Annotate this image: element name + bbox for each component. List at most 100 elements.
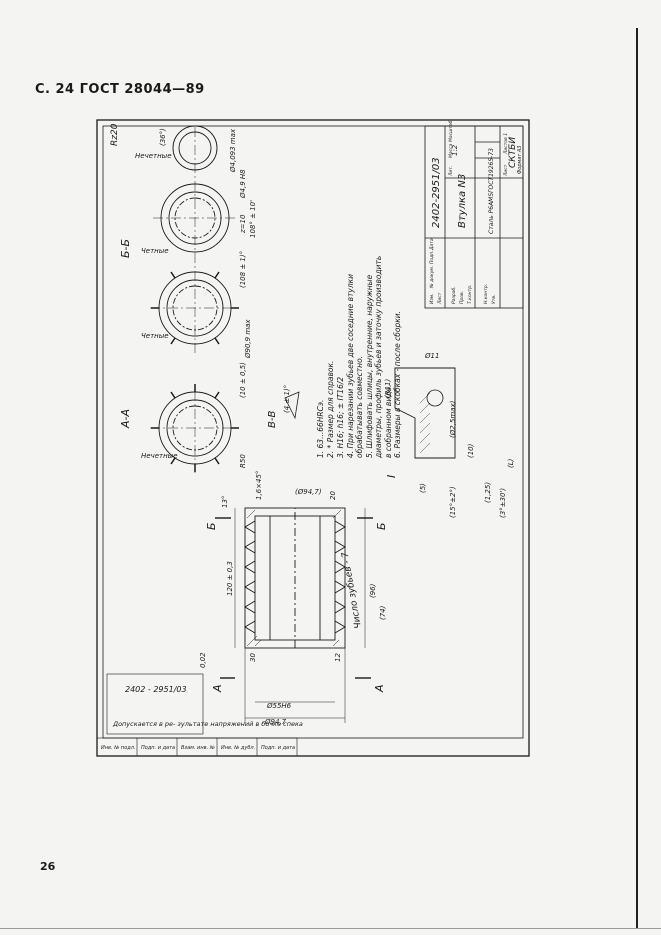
- dim-len9: 1,6×45°: [255, 471, 263, 500]
- dim-d1: Ø94,7: [264, 718, 287, 726]
- dim-len5: 20: [329, 491, 337, 500]
- dim-17: (4 ± 1)°: [283, 385, 291, 413]
- margin-line: [636, 28, 638, 928]
- detail-i: I (R11) (10) (5) (1,25) (15°±2°) (3°±30'…: [384, 352, 515, 518]
- tb-drawing-no: 2402-2951/03: [431, 157, 442, 228]
- sleeve-side-view: [244, 507, 346, 649]
- dim-d6: Ø4,093 max: [229, 128, 237, 173]
- inner-frame: [102, 125, 524, 739]
- bottom-rule: [0, 928, 661, 929]
- view-bb-title: Б-Б: [119, 239, 132, 258]
- drawing-frame: [96, 119, 530, 757]
- gear-bb-even: [153, 173, 237, 263]
- label-odd-2: Нечетные: [135, 152, 172, 160]
- note-7: диаметры, профиль зубьев и заточку произ…: [374, 256, 383, 459]
- gear-aa-even: [150, 263, 240, 353]
- section-aa-label: А-А: [119, 409, 132, 429]
- dim-len7: 30: [249, 653, 257, 662]
- view-aa-title: А-А: [119, 409, 132, 429]
- dim-r11: (R11): [384, 378, 392, 398]
- roughness-value: Rz20: [110, 123, 120, 146]
- dim-15deg: (15°±2°): [449, 486, 457, 518]
- gear-aa-even-labels: Четные Ø90,9 max (108 ± 1)°: [141, 251, 252, 359]
- tb-row-1: Лист: [437, 292, 443, 305]
- note-3: 3. H16; h16; ± IT16/2: [336, 377, 345, 458]
- dim-len25: (Ø94,7): [295, 488, 322, 496]
- arrow-a-top: А: [211, 684, 224, 693]
- section-vv: В-В (4 ± 1)°: [267, 385, 300, 428]
- stamp-dubl: Инв. № дубл.: [221, 745, 255, 751]
- dim-d5: Ø4,9 Н8: [239, 169, 247, 199]
- note-6: 5. Шлифовать шлицы, внутренние, наружные: [365, 274, 374, 458]
- dim-len2: (96): [369, 583, 377, 598]
- stamp-vzam: Взам. инв. №: [181, 745, 215, 751]
- tb-lit: Лит.: [448, 166, 454, 177]
- gear-bb-odd: [172, 125, 218, 173]
- section-bb-label: Б-Б: [119, 239, 132, 258]
- dim-d3: Ø90,9 max: [244, 319, 252, 359]
- dim-L: (L): [507, 458, 515, 468]
- note-8: в собранном виде.: [384, 385, 393, 458]
- tb-mass: Масса: [448, 143, 454, 158]
- dim-r50-1: R50: [239, 454, 247, 468]
- label-odd-1: Нечетные: [141, 452, 178, 460]
- tb-row-9: Утв.: [491, 295, 497, 304]
- dim-108: 108° ± 10': [249, 200, 257, 238]
- dim-len4: 13°: [221, 496, 229, 508]
- tb-row-2: № докум.: [429, 266, 435, 289]
- dim-10b: (10): [467, 443, 475, 458]
- tb-scale-label: Масштаб: [448, 120, 454, 142]
- dim-len1: 120 ± 0,3: [226, 561, 234, 596]
- dim-3deg: (3°±30'): [499, 488, 507, 518]
- note-1: 1. 63...66HRCэ.: [316, 400, 325, 458]
- stamp-date: Подп. и дата: [261, 745, 295, 751]
- tb-row-3: Подп.: [429, 250, 435, 264]
- dim-125: (1,25): [484, 482, 492, 503]
- dim-d7: Ø11: [424, 352, 439, 360]
- arrow-a-bottom: А: [373, 684, 386, 693]
- dim-len3: (74): [379, 605, 387, 620]
- tb-row-6: Пров.: [459, 291, 465, 304]
- page-header: С. 24 ГОСТ 28044—89: [35, 82, 205, 97]
- tb-row-0: Изм.: [429, 293, 435, 304]
- technical-drawing: Инв. № подл. Подп. и дата Взам. инв. № И…: [95, 118, 531, 758]
- tb-org: СКТБИ: [508, 137, 518, 168]
- note-9: 6. Размеры в скобках - после сборки.: [393, 311, 402, 458]
- gear-aa-odd: [150, 383, 240, 473]
- arrow-b-bottom: Б: [375, 522, 388, 530]
- tb-row-5: Разраб.: [451, 286, 457, 304]
- side-note: Допускается в ре- зультате напряжений в …: [106, 673, 303, 735]
- gear-bb-odd-labels: Нечетные Ø4,093 max (36°): [135, 128, 237, 173]
- note-4: 4. При нарезании зубьев две соседние вту…: [346, 274, 355, 458]
- dim-16: (108 ± 1)°: [239, 251, 247, 288]
- tb-format: Формат А3: [517, 146, 523, 174]
- label-spline-count: Число зубьев - 7: [341, 551, 364, 629]
- dim-d9: (Ø2,5max): [449, 400, 457, 438]
- tb-sheet: Лист: [503, 164, 509, 177]
- dim-len8: 0,02: [199, 652, 207, 668]
- arrow-b-top: Б: [205, 522, 218, 530]
- stamp-sign: Подп. и дата: [141, 745, 175, 751]
- dim-z10: z=10: [239, 214, 247, 234]
- dim-10-1: (10 ± 0,5): [239, 362, 247, 398]
- dim-len6: 12: [334, 653, 342, 662]
- tb-sheets: Листов 1: [503, 133, 509, 155]
- title-block: [424, 125, 524, 309]
- note-2: 2. * Размер для справок.: [326, 361, 335, 458]
- gear-bb-even-labels: Четные z=10 108° ± 10' Ø4,9 Н8: [141, 169, 257, 255]
- bottom-stamp: Инв. № подл. Подп. и дата Взам. инв. № И…: [96, 737, 298, 757]
- side-dimensions: Ø94,7 Ø55H6 120 ± 0,3 (96) (74) 13° 1,6×…: [199, 471, 387, 726]
- roughness-symbol: Rz20: [110, 123, 120, 146]
- gear-aa-odd-labels: Нечетные R50 (10 ± 0,5): [141, 362, 247, 468]
- label-even-1: Четные: [141, 332, 169, 340]
- label-even-2: Четные: [141, 247, 169, 255]
- tb-row-7: Т.контр.: [467, 284, 473, 304]
- technical-notes: 1. 63...66HRCэ. 2. * Размер для справок.…: [316, 256, 402, 459]
- view-vv-title: В-В: [267, 411, 278, 428]
- tb-row-8: Н.контр.: [483, 284, 489, 304]
- dim-5: (5): [419, 483, 427, 493]
- dim-36: (36°): [159, 128, 167, 146]
- note-5: обрабатывать совместно.: [355, 356, 364, 458]
- stamp-inv: Инв. № подл.: [101, 745, 136, 751]
